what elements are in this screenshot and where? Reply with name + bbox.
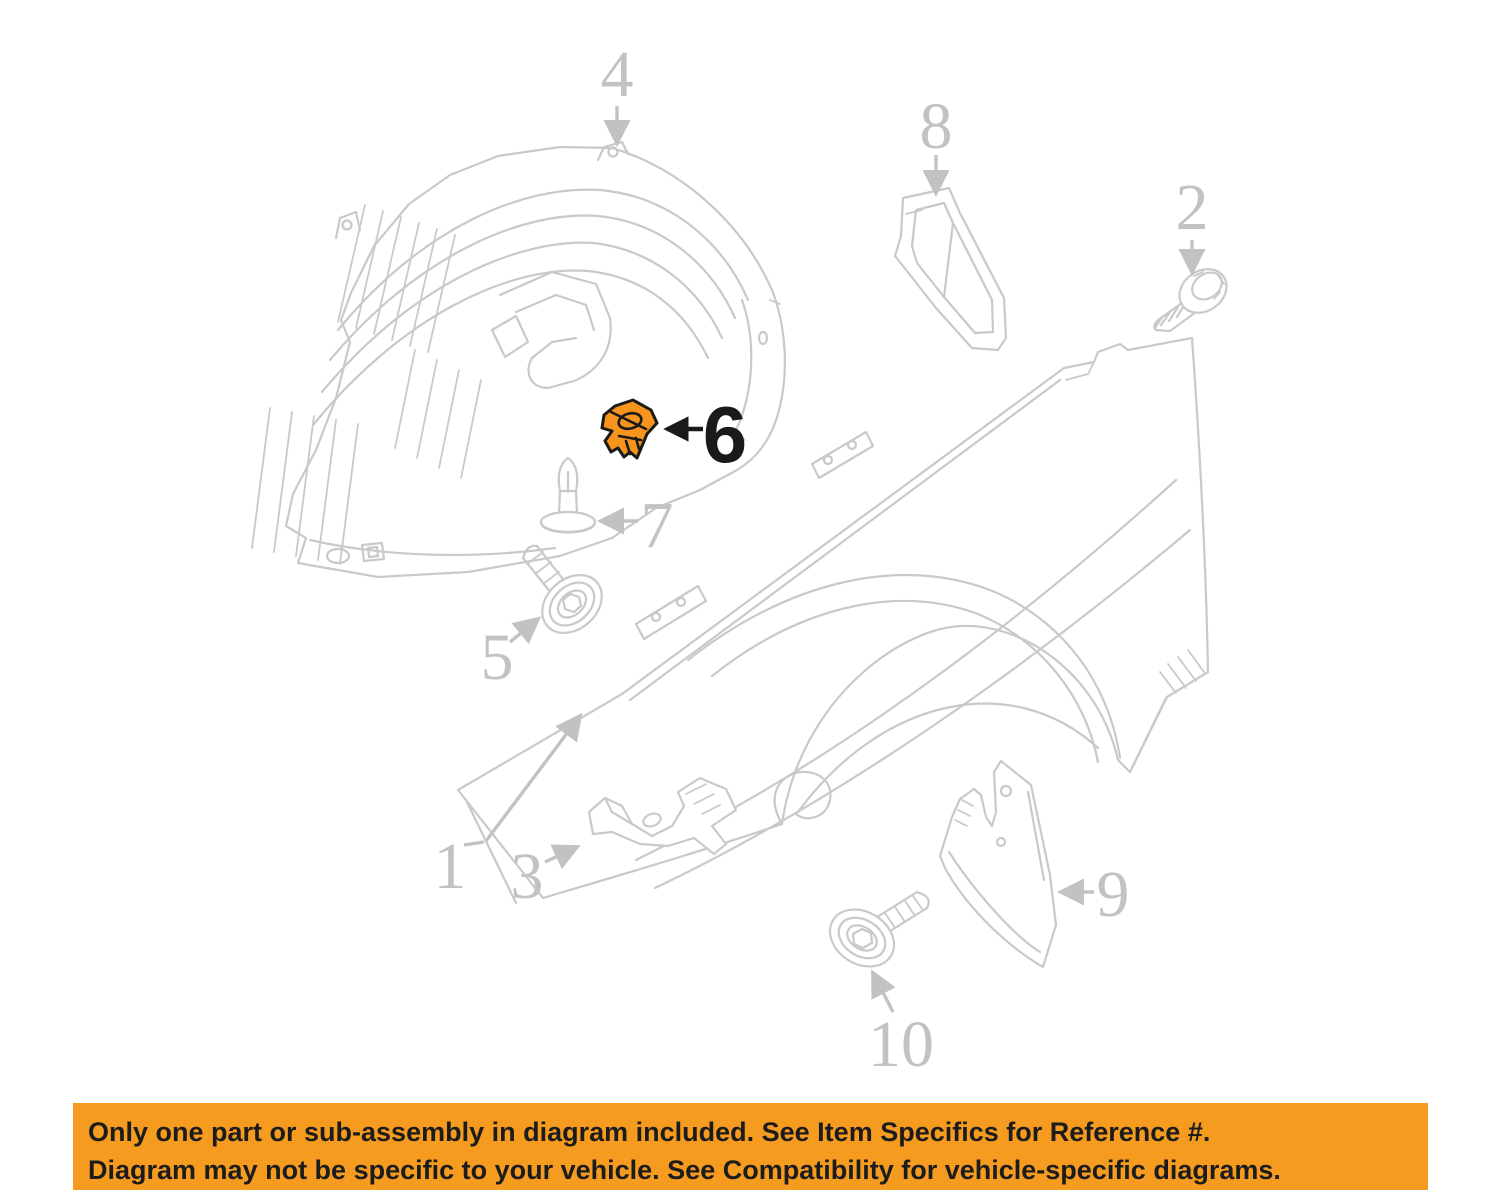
callout-label-7: 7 bbox=[641, 489, 674, 562]
part-drawing-2-bolt bbox=[1153, 268, 1228, 333]
callout-label-1: 1 bbox=[434, 830, 467, 903]
callout-label-5: 5 bbox=[481, 621, 514, 694]
part-drawing-10-screw bbox=[828, 890, 930, 968]
disclaimer-banner: Only one part or sub-assembly in diagram… bbox=[73, 1103, 1428, 1190]
part-drawing-5-screw bbox=[521, 544, 603, 634]
part-drawing-6-clip-highlighted bbox=[600, 398, 659, 460]
disclaimer-line-2: Diagram may not be specific to your vehi… bbox=[88, 1155, 1281, 1185]
callout-label-9: 9 bbox=[1097, 858, 1130, 931]
callout-label-8: 8 bbox=[920, 90, 953, 163]
callout-label-2: 2 bbox=[1176, 171, 1209, 244]
part-drawing-3-bracket bbox=[587, 776, 738, 856]
callout-arrow-3 bbox=[544, 844, 581, 870]
callout-labels: 4 8 2 7 5 1 3 9 10 6 bbox=[434, 38, 1209, 1081]
part-drawing-9-mud-guard bbox=[938, 759, 1058, 969]
callout-arrows bbox=[463, 106, 1206, 1013]
callout-label-3: 3 bbox=[511, 840, 544, 913]
callout-arrow-10 bbox=[871, 969, 896, 1013]
callout-arrow-1 bbox=[484, 712, 583, 843]
disclaimer-line-1: Only one part or sub-assembly in diagram… bbox=[88, 1117, 1211, 1147]
callout-tick-1 bbox=[463, 840, 485, 847]
callout-label-6-highlighted: 6 bbox=[703, 390, 748, 479]
callout-label-4: 4 bbox=[601, 38, 634, 111]
callout-label-10: 10 bbox=[868, 1008, 934, 1081]
part-drawing-4-fender-liner bbox=[251, 140, 786, 579]
callout-arrow-5 bbox=[508, 616, 542, 645]
part-drawing-8-cowl-side-piece bbox=[893, 186, 1008, 352]
part-drawing-7-push-pin bbox=[539, 456, 597, 534]
